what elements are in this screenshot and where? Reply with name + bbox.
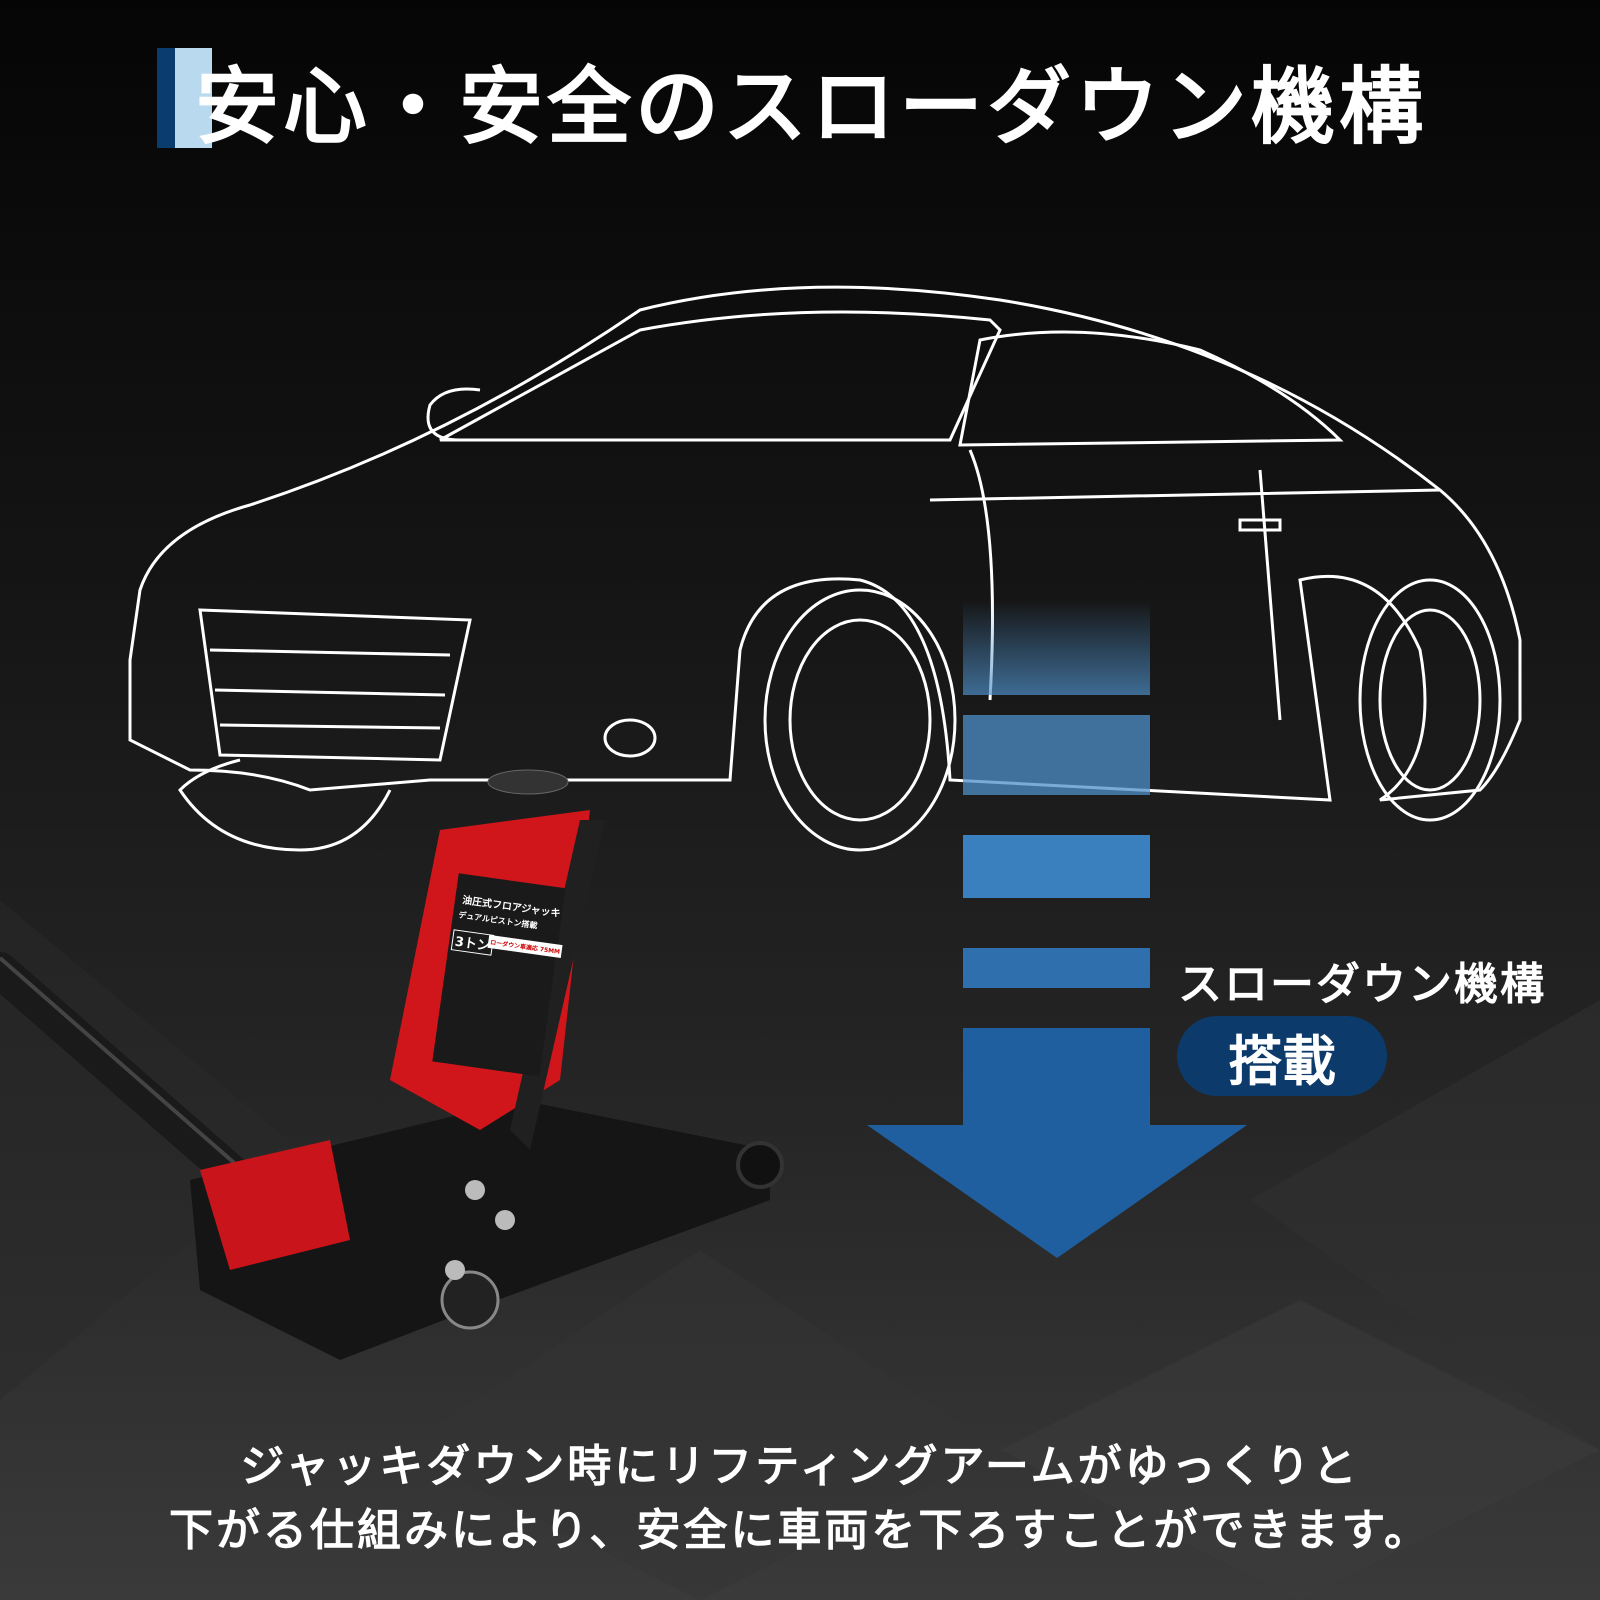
- arrow-fade-bar: [963, 600, 1150, 695]
- arrow-bar: [963, 948, 1150, 988]
- arrow-head: [867, 1028, 1247, 1258]
- equipped-badge: 搭載: [1177, 1016, 1387, 1096]
- description-line-2: 下がる仕組みにより、安全に車両を下ろすことができます。: [169, 1505, 1431, 1556]
- slowdown-feature-label: スローダウン機構: [1178, 959, 1546, 1010]
- arrow-bar: [963, 835, 1150, 898]
- description-line-1: ジャッキダウン時にリフティングアームがゆっくりと: [240, 1441, 1360, 1492]
- page-title: 安心・安全のスローダウン機構: [195, 57, 1428, 156]
- title-accent-mark: [157, 48, 212, 148]
- description: ジャッキダウン時にリフティングアームがゆっくりと 下がる仕組みにより、安全に車両…: [0, 1435, 1600, 1563]
- arrow-bar: [963, 715, 1150, 795]
